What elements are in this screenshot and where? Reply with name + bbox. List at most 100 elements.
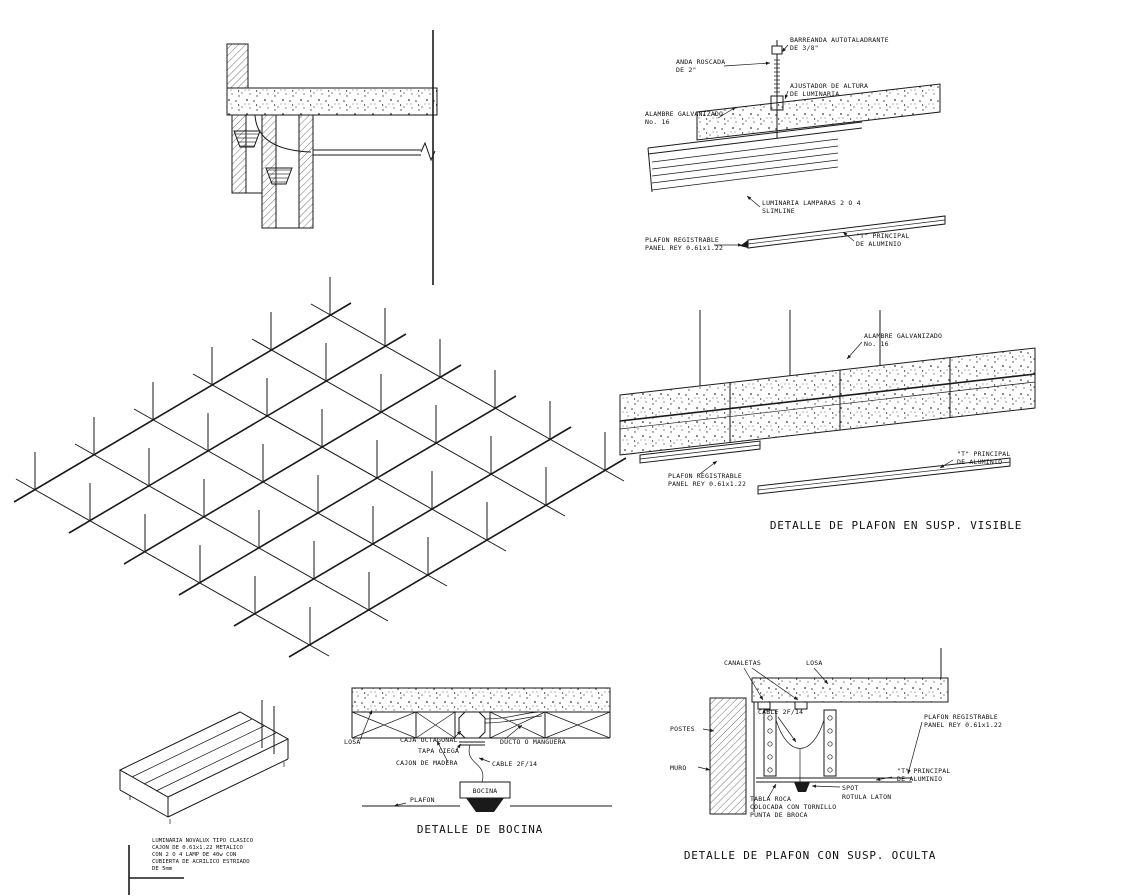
- label-anchor-2: DE 3/8": [790, 44, 819, 52]
- spec-line-1: LUMINARIA NOVALUX TIPO CLASICO: [152, 838, 254, 844]
- leader-tapa: [455, 743, 462, 751]
- label-plafon: PLAFON: [410, 796, 435, 804]
- leader-canaletas-2: [751, 667, 799, 701]
- joist-verticals: [351, 712, 611, 738]
- label-wire-2: No. 16: [645, 118, 670, 126]
- spec-line-5: DE 5mm: [152, 866, 173, 872]
- label-tee-2: DE ALUMINIO: [897, 775, 942, 783]
- leader-losa: [359, 709, 373, 741]
- soffit-step-lines: [246, 192, 299, 229]
- label-panel-2: PANEL REY 0.61x1.22: [924, 721, 1002, 729]
- label-wire-1: ALAMBRE GALVANIZADO: [645, 110, 723, 118]
- label-rod-2: DE 2": [676, 66, 697, 74]
- parapet-section: [226, 43, 249, 89]
- leader-cable: [478, 757, 491, 763]
- hanger-channel-left: [763, 709, 777, 777]
- label-cable: CABLE 2F/14: [758, 708, 803, 716]
- label-tee-1: "T" PRINCIPAL: [856, 232, 909, 240]
- label-ducto: DUCTO O MANGUERA: [500, 738, 566, 746]
- cove-light-2: [265, 167, 293, 185]
- sheet-border-corner: [128, 845, 184, 895]
- label-losa: LOSA: [344, 738, 360, 746]
- rail-hole: [827, 767, 833, 773]
- leader-rod: [723, 61, 771, 67]
- leader-cable: [777, 716, 797, 743]
- label-board-3: PUNTA DE BROCA: [750, 811, 808, 819]
- leader-panel: [699, 460, 718, 475]
- label-muro: MURO: [670, 764, 686, 772]
- luminaire-louvers: [651, 138, 839, 191]
- hanger-wires: [699, 310, 881, 386]
- iso-grid-drawing: [13, 277, 627, 658]
- leader-tee: [939, 459, 954, 469]
- label-canaletas: CANALETAS: [724, 659, 761, 667]
- rail-hole: [767, 754, 773, 760]
- tee-runner-right-web: [757, 461, 1011, 491]
- leader-plafon: [393, 802, 407, 807]
- label-cajon-madera: CAJON DE MADERA: [396, 759, 458, 767]
- spec-line-4: CUBIERTA DE ACRILICO ESTRIADO: [152, 859, 250, 865]
- label-board-2: COLOCADA CON TORNILLO: [750, 803, 836, 811]
- height-adjuster: [770, 95, 784, 111]
- wall-section-drawing: [226, 30, 438, 285]
- duct: [484, 711, 543, 724]
- tee-runner-web: [747, 219, 946, 245]
- cove-curve: [254, 114, 312, 153]
- hanger-wires: [261, 700, 275, 754]
- joist-cross-bracing: [351, 711, 611, 739]
- grid-cross-tees: [15, 303, 625, 657]
- leader-postes: [702, 728, 715, 732]
- label-spot-1: SPOT: [842, 784, 858, 792]
- suspension-detail-drawing: BARREANDA AUTOTALADRANTE DE 3/8" ANDA RO…: [645, 36, 946, 252]
- border-corner-lines: [128, 845, 184, 895]
- label-panel-1: PLAFON REGISTRABLE: [668, 472, 742, 480]
- panel-joints: [729, 358, 951, 443]
- speaker-cable: [468, 744, 484, 783]
- rod-threads: [774, 59, 780, 93]
- channel-1: [757, 702, 771, 710]
- luminaire-rails: [647, 121, 863, 193]
- label-caja-octagonal: CAJA OCTAGONAL: [400, 736, 458, 744]
- label-anchor-1: BARREANDA AUTOTALADRANTE: [790, 36, 889, 44]
- rail-hole: [767, 741, 773, 747]
- rail-hole: [767, 715, 773, 721]
- leader-losa: [813, 667, 829, 685]
- leader-luminaire: [746, 195, 761, 208]
- tee-runner-left: [639, 440, 761, 464]
- leader-caja: [452, 730, 462, 740]
- leader-board: [767, 783, 777, 799]
- label-wire-1: ALAMBRE GALVANIZADO: [864, 332, 942, 340]
- label-luminaire-1: LUMINARIA LAMPARAS 2 O 4: [762, 199, 861, 207]
- leader-tee: [875, 776, 893, 781]
- ceiling-panels: [619, 347, 1036, 456]
- label-adjuster-1: AJUSTADOR DE ALTURA: [790, 82, 868, 90]
- fixture-top-face: [118, 711, 290, 798]
- channel-rail: [823, 709, 837, 777]
- label-panel-2: PANEL REY 0.61x1.22: [668, 480, 746, 488]
- label-cable: CABLE 2F/14: [492, 760, 537, 768]
- label-tee-1: "T" PRINCIPAL: [957, 450, 1010, 458]
- label-adjuster-2: DE LUMINARIA: [790, 90, 839, 98]
- speaker-detail-drawing: LOSA CAJA OCTAGONAL TAPA CIEGA CAJON DE …: [344, 687, 612, 836]
- label-luminaire-2: SLIMLINE: [762, 207, 795, 215]
- tee-runner-tip: [740, 240, 748, 248]
- label-board-1: TABLA ROCA: [750, 795, 791, 803]
- leader-panel: [907, 721, 923, 775]
- grid-hanger-wires: [34, 277, 606, 645]
- label-tee-2: DE ALUMINIO: [957, 458, 1002, 466]
- label-rod-1: ANDA ROSCADA: [676, 58, 725, 66]
- label-tee-2: DE ALUMINIO: [856, 240, 901, 248]
- caption-visible-detail: DETALLE DE PLAFON EN SUSP. VISIBLE: [770, 519, 1022, 532]
- label-tee-1: "T" PRINCIPAL: [897, 767, 950, 775]
- furring-strip-3: [298, 115, 314, 229]
- wall-section: [709, 697, 747, 815]
- label-panel-2: PANEL REY 0.61x1.22: [645, 244, 723, 252]
- leader-tee: [842, 231, 855, 242]
- speaker-cone: [466, 798, 504, 812]
- label-spot-2: ROTULA LATON: [842, 793, 891, 801]
- concrete-slab: [351, 687, 611, 713]
- leader-spot: [811, 784, 841, 788]
- leader-wire: [717, 106, 737, 119]
- rail-hole: [767, 728, 773, 734]
